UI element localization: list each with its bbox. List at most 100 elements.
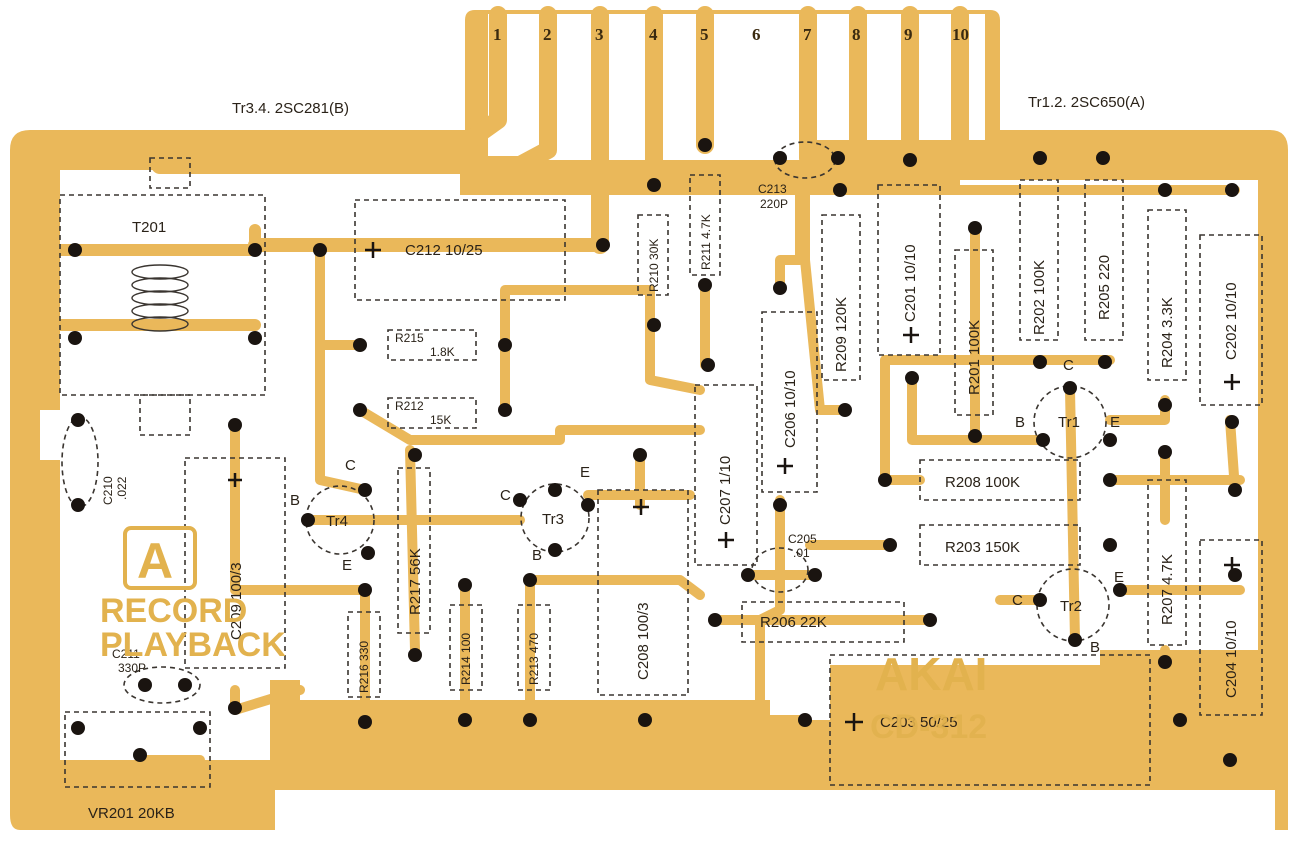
- c205-outline: [751, 547, 809, 593]
- pin-label-4: 4: [649, 25, 658, 44]
- pin-label-6: 6: [752, 25, 761, 44]
- c204-label: C204 10/10: [1223, 620, 1240, 698]
- akai-brand-text: AKAI: [875, 648, 987, 700]
- tr1-base: B: [1015, 414, 1025, 431]
- transformer-windings: [131, 264, 189, 332]
- r213-label: R213 470: [527, 633, 541, 685]
- tr1-label: Tr1: [1058, 414, 1080, 431]
- solder-pads: [68, 138, 1242, 767]
- r204-label: R204 3.3K: [1159, 297, 1176, 368]
- tr4-label: Tr4: [326, 513, 348, 530]
- r202-label: R202 100K: [1031, 260, 1048, 335]
- component-labels: T201 C212 10/25 R215 1.8K R212 15K C213 …: [88, 182, 1020, 822]
- r210-label: R210 30K: [647, 239, 661, 292]
- model-text: CD-312: [870, 708, 987, 746]
- vr201-outline: [64, 711, 211, 788]
- c202-label: C202 10/10: [1223, 282, 1240, 360]
- c212-outline: [354, 199, 566, 301]
- pin-label-7: 7: [803, 25, 812, 44]
- r212-value: 15K: [430, 413, 451, 427]
- c206-outline: [761, 311, 818, 493]
- c209-outline: [184, 457, 286, 669]
- r206-label: R206 22K: [760, 614, 827, 631]
- tr4-base: B: [290, 492, 300, 509]
- c212-label: C212 10/25: [405, 242, 483, 259]
- pin-label-10: 10: [952, 25, 969, 44]
- header-left-transistors: Tr3.4. 2SC281(B): [232, 100, 349, 117]
- akai-logo-frame: [123, 526, 197, 590]
- pin-label-5: 5: [700, 25, 709, 44]
- c206-label: C206 10/10: [782, 370, 799, 448]
- r210-outline: [637, 214, 669, 296]
- playback-text: PLAYBACK: [100, 626, 286, 664]
- r203-outline: [919, 524, 1081, 566]
- r206-outline: [741, 601, 905, 643]
- tr2-collector: C: [1012, 592, 1023, 609]
- transistor-labels: Tr1 Tr2 Tr3 Tr4 C B E C E B E C B C B E: [290, 357, 1124, 656]
- r211-outline: [689, 174, 721, 276]
- tr4-emitter: E: [342, 557, 352, 574]
- c202-outline: [1199, 234, 1263, 406]
- c213-value: 220P: [760, 197, 788, 211]
- pin-label-3: 3: [595, 25, 604, 44]
- c210-value: .022: [115, 476, 129, 500]
- tr3-outline: [520, 483, 590, 553]
- r203-label: R203 150K: [945, 539, 1020, 556]
- c201-label: C201 10/10: [902, 244, 919, 322]
- tr3-label: Tr3: [542, 511, 564, 528]
- c210-label: C210: [101, 476, 115, 505]
- c213-label: C213: [758, 182, 787, 196]
- r212-label: R212: [395, 399, 424, 413]
- tr2-base: B: [1090, 639, 1100, 656]
- tr3-collector: C: [500, 487, 511, 504]
- pin-label-8: 8: [852, 25, 861, 44]
- r215-outline: [387, 329, 477, 361]
- pin-label-9: 9: [904, 25, 913, 44]
- connector-pin-labels: 1 2 3 4 5 6 7 8 9 10: [493, 25, 969, 44]
- r202-outline: [1019, 179, 1059, 341]
- c205-label: C205: [788, 532, 817, 546]
- r211-label: R211 4.7K: [699, 214, 713, 270]
- r201-outline: [954, 249, 994, 416]
- c207-outline: [694, 384, 758, 566]
- r209-outline: [821, 214, 861, 381]
- r213-outline: [517, 604, 551, 691]
- t201-label: T201: [132, 219, 166, 236]
- r207-label: R207 4.7K: [1159, 554, 1176, 625]
- pin-label-1: 1: [493, 25, 502, 44]
- tr3-emitter: E: [580, 464, 590, 481]
- tr4-outline: [305, 485, 375, 555]
- r214-label: R214 100: [459, 633, 473, 685]
- tr1-emitter: E: [1110, 414, 1120, 431]
- r216-outline: [347, 611, 381, 698]
- vr201-label: VR201 20KB: [88, 805, 175, 822]
- c205-value: .01: [793, 546, 810, 560]
- component-outlines: [59, 141, 1263, 788]
- c209-label: C209 100/3: [228, 562, 245, 640]
- c211-label: C211: [112, 647, 140, 661]
- c208-outline: [597, 489, 689, 696]
- copper-traces: [21, 6, 1245, 765]
- tr4-collector: C: [345, 457, 356, 474]
- polarity-marks: [228, 242, 1240, 731]
- tr2-emitter: E: [1114, 569, 1124, 586]
- r204-outline: [1147, 209, 1187, 381]
- r205-outline: [1084, 179, 1124, 341]
- pin-label-2: 2: [543, 25, 552, 44]
- c211-value: 330P: [118, 661, 146, 675]
- r205-label: R205 220: [1096, 255, 1113, 320]
- r216-label: R216 330: [357, 641, 371, 693]
- r214-outline: [449, 604, 483, 691]
- c208-label: C208 100/3: [635, 602, 652, 680]
- r209-label: R209 120K: [833, 297, 850, 372]
- c204-outline: [1199, 539, 1263, 716]
- header-right-transistors: Tr1.2. 2SC650(A): [1028, 94, 1145, 111]
- tr1-collector: C: [1063, 357, 1074, 374]
- tr3-base: B: [532, 547, 542, 564]
- c211-outline: [123, 666, 201, 704]
- r212-outline: [387, 397, 477, 429]
- c203-label: C203 50/25: [880, 714, 958, 731]
- r217-label: R217 56K: [407, 548, 424, 615]
- r208-outline: [919, 459, 1081, 501]
